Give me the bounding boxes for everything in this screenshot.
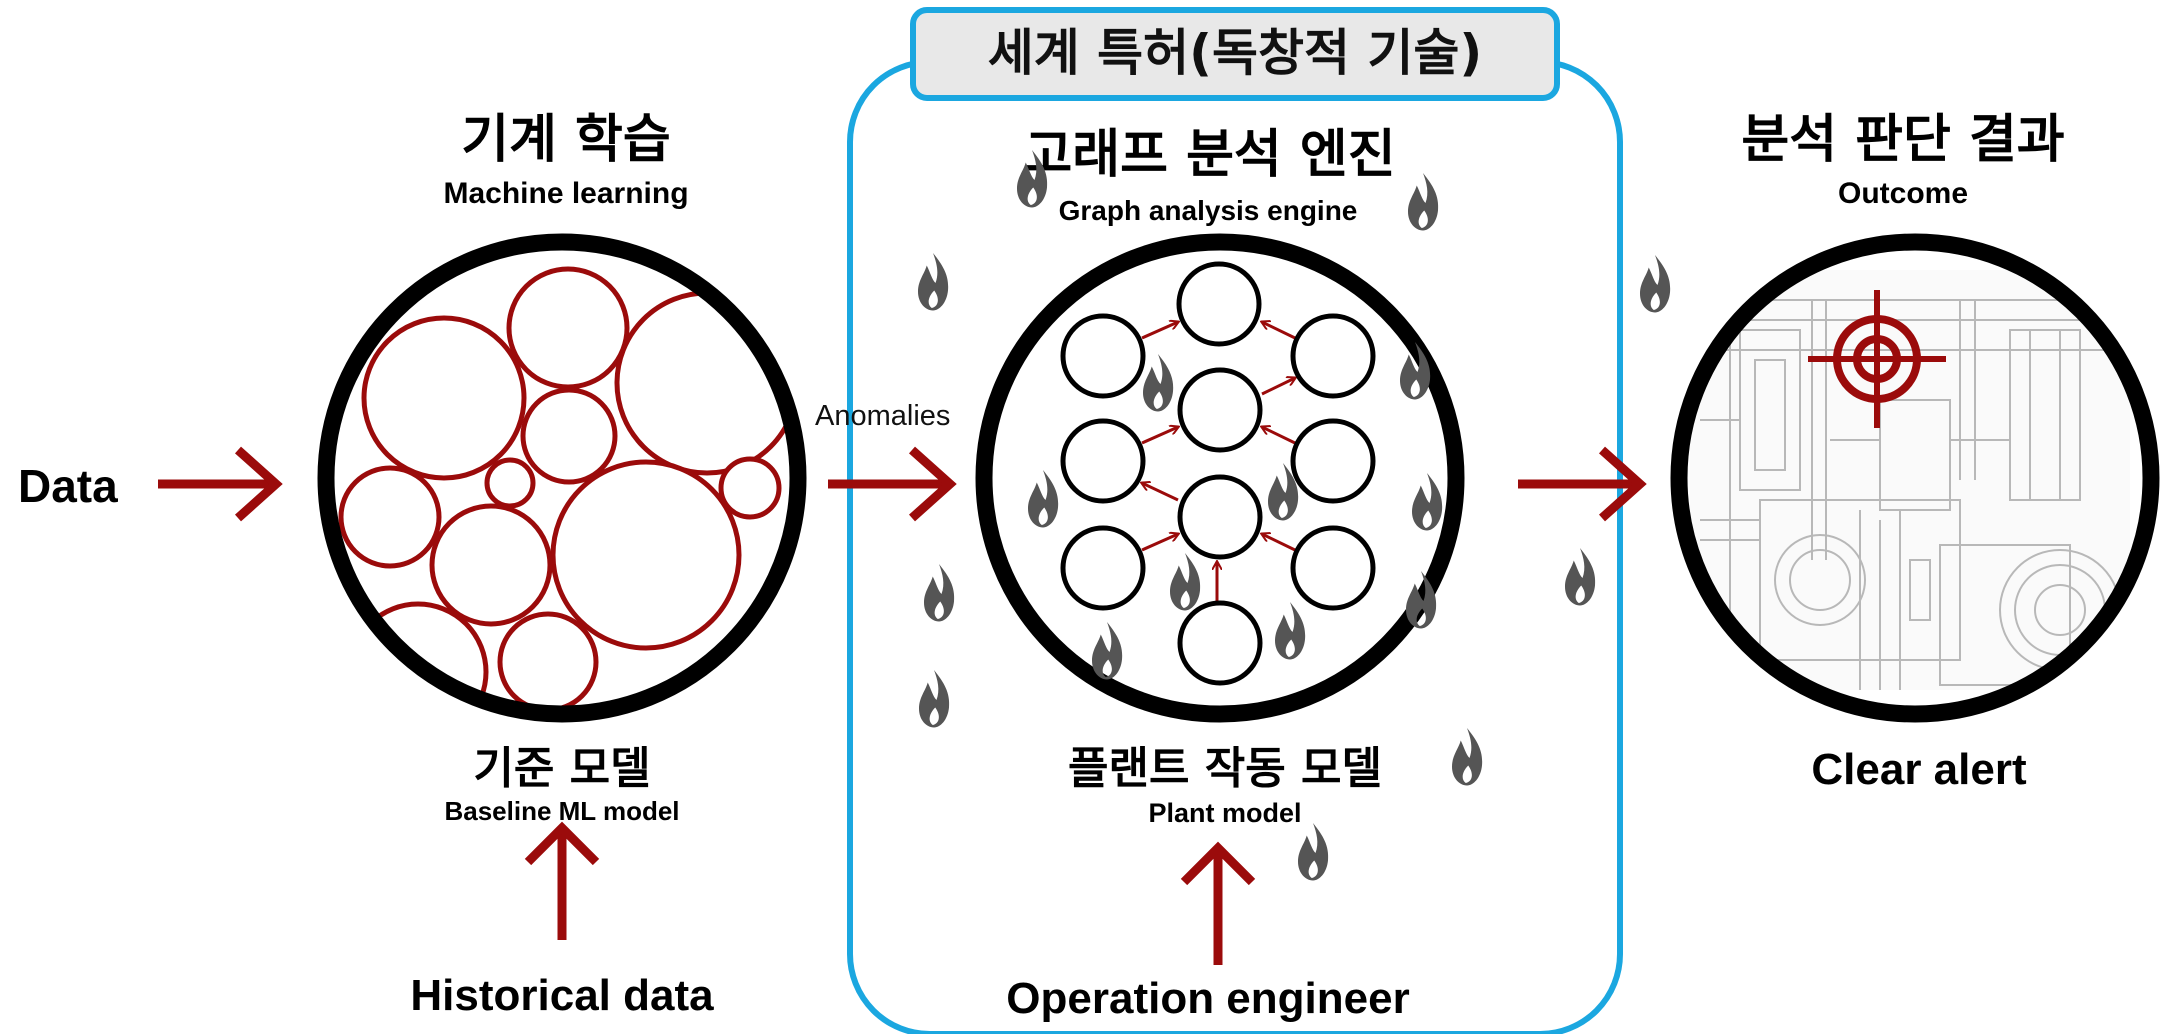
clear-alert-label: Clear alert xyxy=(1811,745,2027,794)
ml-bubble xyxy=(338,465,442,569)
graph-edge xyxy=(1142,483,1179,502)
historical-arrow-icon xyxy=(524,821,600,940)
flame-icon xyxy=(1028,470,1059,528)
graph-node xyxy=(1290,313,1376,399)
ml-bubble xyxy=(520,387,618,485)
data-label: Data xyxy=(18,460,118,512)
graph-edge xyxy=(1141,534,1178,552)
operation-engineer-label: Operation engineer xyxy=(1006,974,1409,1023)
flame-icon xyxy=(1170,553,1201,611)
flame-icon xyxy=(1565,548,1596,606)
patent-banner xyxy=(910,7,1560,101)
graph-title-en: Graph analysis engine xyxy=(1059,195,1358,226)
graph-edge xyxy=(1141,427,1178,445)
flame-icon xyxy=(1298,823,1329,881)
graph-node xyxy=(1290,418,1376,504)
plant-model-en: Plant model xyxy=(1148,798,1301,828)
ml-bubble xyxy=(429,503,553,627)
ml-model-kr: 기준 모델 xyxy=(473,743,650,794)
flame-icon xyxy=(1412,473,1443,531)
graph-edge xyxy=(1262,322,1296,340)
flame-icon xyxy=(1452,728,1483,786)
ml-bubble xyxy=(361,315,527,481)
graph-node xyxy=(1290,525,1376,611)
graph-circle-border xyxy=(975,233,1465,723)
flame-icon xyxy=(1275,602,1306,660)
anomalies-arrow-icon xyxy=(828,446,957,522)
outcome-circle-border xyxy=(1670,233,2160,723)
ml-bubble xyxy=(497,611,599,710)
graph-title-kr: 고래프 분석 엔진 xyxy=(1024,125,1395,185)
graph-edge xyxy=(1262,534,1296,552)
plant-model-kr: 플랜트 작동 모델 xyxy=(1068,743,1382,794)
target-crosshair-icon xyxy=(1808,290,1946,428)
flame-icon xyxy=(1092,622,1123,680)
ml-bubble xyxy=(484,457,536,509)
flame-icon xyxy=(1640,255,1671,313)
graph-node xyxy=(1060,525,1146,611)
outcome-arrow-icon xyxy=(1518,446,1647,522)
flame-icon xyxy=(924,564,955,622)
ml-title-kr: 기계 학습 xyxy=(461,110,670,170)
outcome-title-en: Outcome xyxy=(1838,177,1968,210)
flame-icon xyxy=(919,670,950,728)
graph-edges xyxy=(1142,322,1295,604)
graph-nodes xyxy=(1060,261,1376,686)
flame-icon xyxy=(1408,173,1439,231)
ml-bubble xyxy=(718,456,782,520)
graph-edge xyxy=(1141,322,1178,340)
graph-edge xyxy=(1261,378,1295,396)
patent-banner-label: 세계 특허(독창적 기술) xyxy=(988,24,1483,82)
graph-node xyxy=(1176,261,1262,347)
operator-arrow-icon xyxy=(1180,841,1256,965)
historical-data-label: Historical data xyxy=(410,971,714,1020)
data-arrow-icon xyxy=(158,446,283,522)
ml-bubble xyxy=(550,459,742,651)
flame-icon xyxy=(1143,354,1174,412)
graph-node xyxy=(1177,600,1263,686)
graph-node xyxy=(1177,367,1263,453)
outcome-title-kr: 분석 판단 결과 xyxy=(1741,110,2064,170)
ml-model-en: Baseline ML model xyxy=(444,796,679,826)
ml-bubble-cluster xyxy=(338,266,794,710)
graph-edge xyxy=(1262,427,1296,445)
graph-network xyxy=(1060,261,1376,686)
ml-bubble xyxy=(506,266,630,390)
graph-node xyxy=(1060,418,1146,504)
flame-icon xyxy=(918,253,949,311)
ml-title-en: Machine learning xyxy=(443,177,688,210)
graph-node xyxy=(1060,313,1146,399)
anomalies-label: Anomalies xyxy=(815,400,950,432)
ml-circle-border xyxy=(317,233,807,723)
graph-node xyxy=(1177,474,1263,560)
